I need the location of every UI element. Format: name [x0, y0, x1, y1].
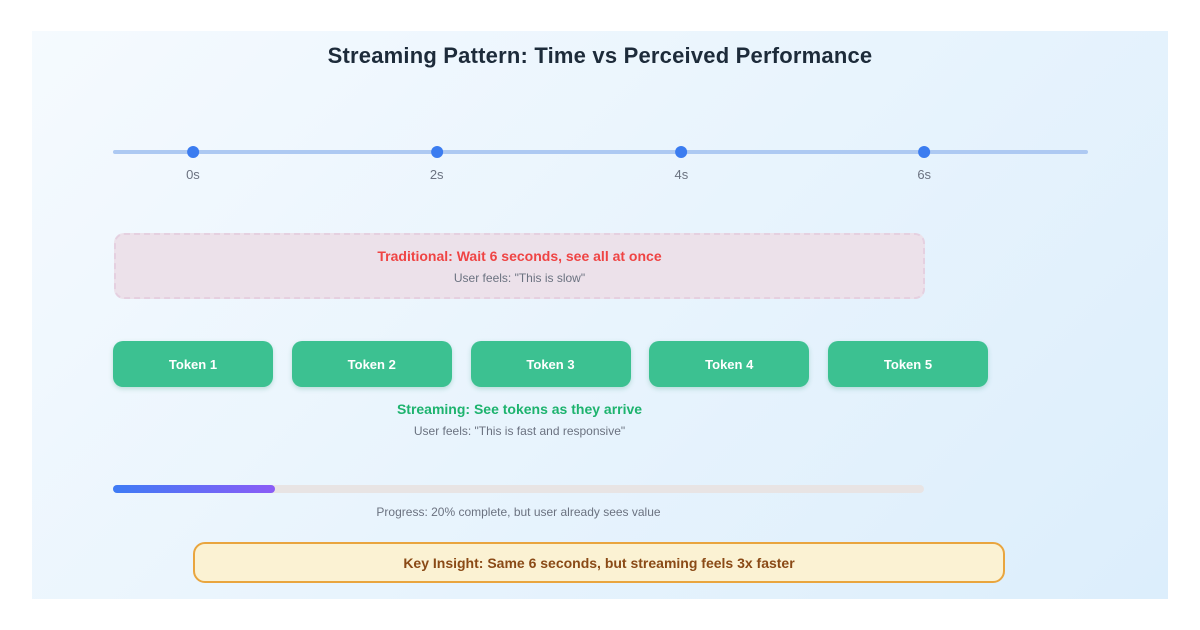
- timeline: 0s 2s 4s 6s: [113, 139, 1088, 203]
- streaming-subtext: User feels: "This is fast and responsive…: [413, 424, 626, 438]
- timeline-track: [113, 150, 1088, 154]
- progress-label: Progress: 20% complete, but user already…: [376, 505, 661, 519]
- timeline-tick-label: 0s: [186, 167, 200, 182]
- traditional-heading: Traditional: Wait 6 seconds, see all at …: [377, 247, 662, 264]
- insight-banner: Key Insight: Same 6 seconds, but streami…: [193, 542, 1005, 583]
- token-row: Token 1 Token 2 Token 3 Token 4 Token 5: [113, 341, 988, 387]
- timeline-tick-label: 2s: [429, 167, 444, 182]
- timeline-tick-label: 4s: [674, 167, 689, 182]
- insight-text: Key Insight: Same 6 seconds, but streami…: [403, 554, 795, 571]
- timeline-dot-icon: [186, 146, 199, 158]
- timeline-tick-label: 6s: [917, 167, 932, 182]
- canvas-card: Streaming Pattern: Time vs Perceived Per…: [32, 31, 1168, 599]
- timeline-tick: 4s: [674, 139, 689, 182]
- timeline-dot-icon: [918, 146, 931, 158]
- timeline-tick: 2s: [430, 139, 444, 182]
- progress-fill: [113, 485, 276, 493]
- token-chip: Token 3: [470, 341, 631, 387]
- traditional-panel: Traditional: Wait 6 seconds, see all at …: [114, 233, 925, 299]
- timeline-dot-icon: [430, 146, 443, 158]
- timeline-dot-icon: [675, 146, 688, 158]
- token-chip: Token 5: [828, 341, 988, 387]
- token-chip: Token 4: [649, 341, 810, 387]
- token-chip: Token 2: [291, 341, 452, 387]
- progress-bar: [113, 485, 924, 493]
- token-chip: Token 1: [113, 341, 273, 387]
- page-title: Streaming Pattern: Time vs Perceived Per…: [327, 43, 873, 68]
- timeline-tick: 6s: [917, 139, 931, 182]
- timeline-tick: 0s: [186, 139, 200, 182]
- streaming-heading: Streaming: See tokens as they arrive: [396, 401, 643, 417]
- streaming-caption: Streaming: See tokens as they arrive Use…: [114, 401, 925, 438]
- traditional-subtext: User feels: "This is slow": [453, 270, 586, 285]
